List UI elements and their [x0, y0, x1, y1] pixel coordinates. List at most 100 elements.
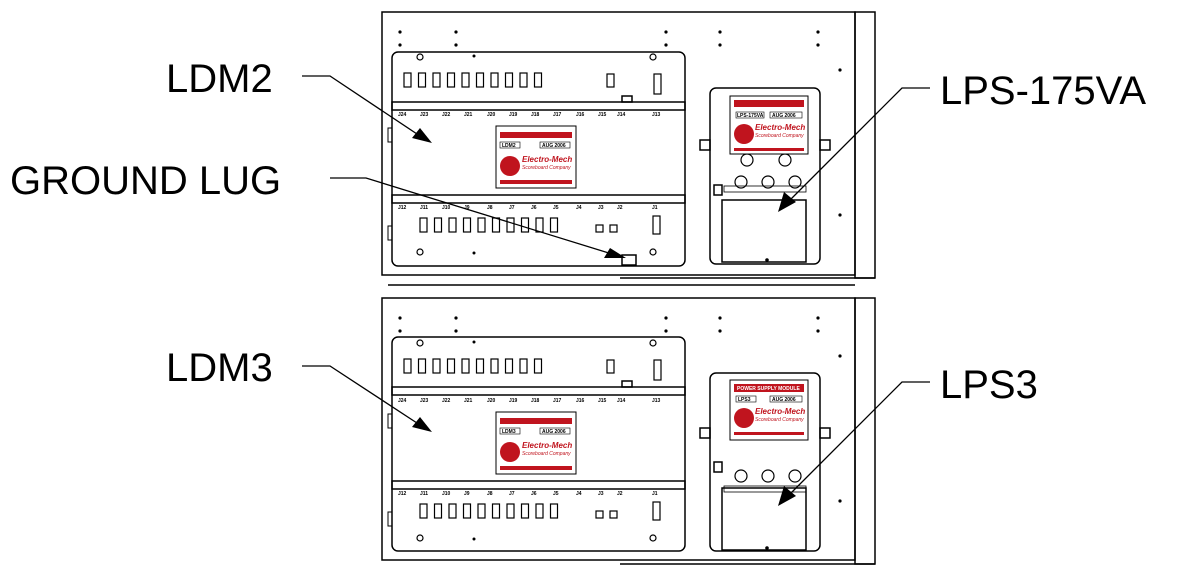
lps175-rating-strip — [723, 185, 807, 193]
ldm2-mounting-hole — [649, 248, 657, 256]
ldm2-top-connector — [504, 72, 514, 88]
ldm3-cabinet-screw — [664, 329, 668, 333]
lps3-psm-text: POWER SUPPLY MODULE — [737, 386, 800, 392]
ldm2-cabinet-screw — [838, 213, 842, 217]
ldm2-top-connector — [606, 73, 615, 88]
ldm2-top-connector — [417, 72, 427, 88]
ldm2-top-connector — [403, 72, 412, 88]
lps3-label: POWER SUPPLY MODULE LPS3 AUG 2006 Electr… — [729, 379, 809, 441]
ldm2-jack-label: J5 — [553, 205, 559, 211]
ldm2-top-connector — [519, 72, 528, 88]
ldm3-cabinet-screw — [664, 316, 668, 320]
ldm2-top-connector-large — [653, 73, 662, 95]
ldm2-model-text: LDM2 — [502, 143, 516, 149]
ldm2-serial-text: AUG 2006 — [542, 143, 566, 149]
ldm3-top-connector — [417, 358, 427, 374]
ldm3-top-connector — [461, 358, 470, 374]
ldm2-jack-label: J14 — [617, 112, 626, 118]
ldm2-bottom-connector — [520, 217, 530, 233]
ldm2-jack-label: J4 — [576, 205, 582, 211]
ldm3-screw — [472, 340, 476, 344]
ldm2-bottom-connector — [506, 217, 515, 233]
ldm2-jack-label: J18 — [531, 112, 540, 118]
ldm2-jack-label: J13 — [652, 112, 661, 118]
ldm2-edge-tab — [387, 127, 393, 143]
lps175-brand-sub: Scoreboard Company — [755, 133, 804, 139]
callout-lps-175va: LPS-175VA — [940, 69, 1146, 113]
ldm2-edge-tab — [387, 225, 393, 241]
ldm2-bottom-connector — [448, 217, 457, 233]
ldm2-bottom-connector — [462, 217, 472, 233]
ldm2-bottom-connector-large — [652, 215, 661, 235]
ldm3-jack-label: J16 — [576, 398, 585, 404]
ldm3-top-connector — [504, 358, 514, 374]
ldm2-cabinet-screw — [398, 30, 402, 34]
top-cabinet-side — [854, 11, 876, 279]
lps3-outlet-knob — [788, 469, 802, 483]
callout-lps3: LPS3 — [940, 363, 1038, 407]
ldm2-jack-label: J17 — [553, 112, 562, 118]
ldm3-serial-text: AUG 2006 — [542, 429, 566, 435]
ldm2-top-connector — [446, 72, 456, 88]
ldm3-bottom-connector — [595, 510, 604, 519]
ldm2-jack-label: J24 — [398, 112, 407, 118]
ldm3-bottom-connector — [549, 503, 559, 519]
ldm3-jack-label: J10 — [442, 491, 451, 497]
ldm2-cabinet-screw — [664, 30, 668, 34]
lps3-brand-sub: Scoreboard Company — [755, 417, 804, 423]
ldm3-jack-label: J6 — [531, 491, 537, 497]
ldm3-top-connector — [432, 358, 441, 374]
ldm2-jack-label: J16 — [576, 112, 585, 118]
lps3-lower-bracket — [721, 487, 807, 551]
ldm3-jack-label: J14 — [617, 398, 626, 404]
lps3-switch — [713, 461, 723, 473]
ldm2-top-connector-strip — [391, 101, 686, 111]
lps3-leader — [789, 381, 930, 495]
ldm2-cabinet-screw — [816, 30, 820, 34]
ldm2-module — [391, 51, 686, 267]
ldm2-brand-logo — [500, 156, 520, 176]
lps175-outlet-knob — [734, 175, 748, 189]
lps175-lower-bracket — [721, 199, 807, 263]
ldm3-bottom-connector-strip — [391, 480, 686, 490]
ldm3-top-connector — [475, 358, 485, 374]
ldm2-top-connector — [533, 72, 543, 88]
ldm3-jack-label: J20 — [487, 398, 496, 404]
ldm3-jack-label: J11 — [420, 491, 428, 497]
lps175-leader — [789, 87, 930, 201]
callout-arrowheads — [412, 128, 796, 506]
lps175-serial-text: AUG 2006 — [772, 113, 796, 119]
ldm2-top-connector — [475, 72, 485, 88]
lps175-arrowhead — [778, 192, 796, 212]
lps3-serial-text: AUG 2006 — [772, 397, 796, 403]
ldm3-bottom-connector — [448, 503, 457, 519]
ldm3-cabinet-screw — [398, 329, 402, 333]
ldm2-bottom-connector — [549, 217, 559, 233]
lps3-model-text: LPS3 — [738, 397, 751, 403]
ldm2-bottom-connector — [419, 217, 428, 233]
ldm2-cabinet-screw — [816, 43, 820, 47]
lps3-arrowhead — [778, 486, 796, 506]
ldm2-jack-label: J22 — [442, 112, 451, 118]
ldm2-top-connector — [432, 72, 441, 88]
ldm2-jack-label: J2 — [617, 205, 623, 211]
ldm3-mounting-hole — [416, 339, 424, 347]
ldm3-bottom-connector — [477, 503, 486, 519]
ldm3-top-connector-large — [653, 359, 662, 381]
ldm2-jack-label: J10 — [442, 205, 451, 211]
ldm3-cabinet-screw — [838, 499, 842, 503]
ldm3-jack-label: J17 — [553, 398, 562, 404]
callout-ground-lug: GROUND LUG — [10, 159, 281, 203]
lps175-outlet-knob — [778, 153, 792, 167]
ldm3-jack-label: J23 — [420, 398, 429, 404]
lps175-outlet-knob — [740, 153, 754, 167]
ldm3-leader — [302, 365, 421, 426]
ldm2-jack-label: J15 — [598, 112, 607, 118]
ldm3-jack-label: J5 — [553, 491, 559, 497]
ldm2-jack-label: J7 — [509, 205, 515, 211]
ldm2-bottom-connector — [477, 217, 486, 233]
ldm3-top-connector-strip — [391, 386, 686, 396]
ldm3-model-text: LDM3 — [502, 429, 516, 435]
lps175-outlet-knob — [761, 175, 775, 189]
